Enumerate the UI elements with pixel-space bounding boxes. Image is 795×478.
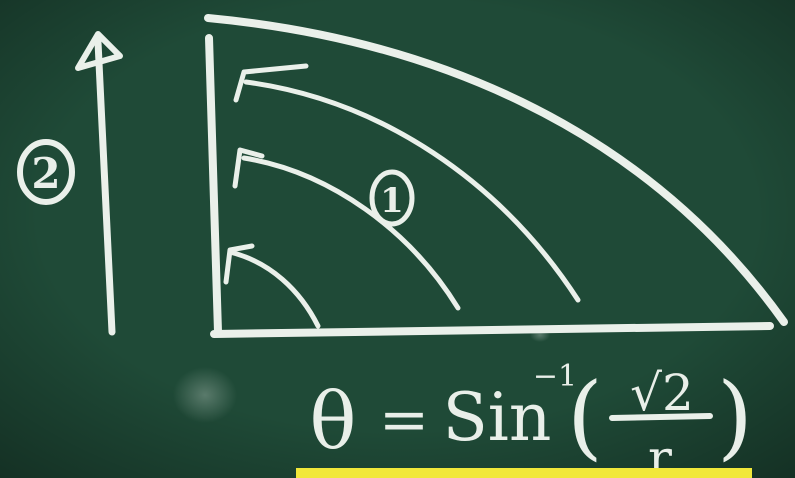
circled-two-text: 2 [31, 149, 60, 198]
circled-two-label: 2 [17, 139, 75, 205]
outer-arc [204, 14, 788, 326]
tick-large [233, 63, 309, 103]
inner-arcs [223, 63, 581, 329]
quarter-region [204, 14, 788, 338]
formula-theta: θ [310, 377, 357, 467]
circled-one-label: 1 [369, 169, 415, 227]
formula-fraction-bar [609, 413, 713, 421]
arc-large [243, 79, 581, 303]
formula-left-paren: ( [567, 363, 603, 470]
chalk-smudge [173, 367, 237, 423]
vertical-arrow [75, 31, 123, 336]
formula-equals: = [379, 385, 429, 455]
formula-right-paren: ) [717, 363, 753, 470]
arc-small [227, 249, 321, 329]
y-axis-line [205, 34, 222, 336]
tick-medium [232, 147, 265, 189]
formula-numerator: √2 [630, 364, 694, 422]
formula: θ = Sin −1 ( √2 r ) [310, 359, 753, 478]
x-axis-line [210, 322, 774, 338]
formula-sin: Sin [443, 379, 552, 456]
formula-exponent: −1 [533, 359, 577, 394]
arc-medium [241, 155, 461, 311]
circled-one-text: 1 [380, 181, 404, 221]
tick-small [223, 243, 255, 285]
highlight-strip [296, 468, 752, 478]
